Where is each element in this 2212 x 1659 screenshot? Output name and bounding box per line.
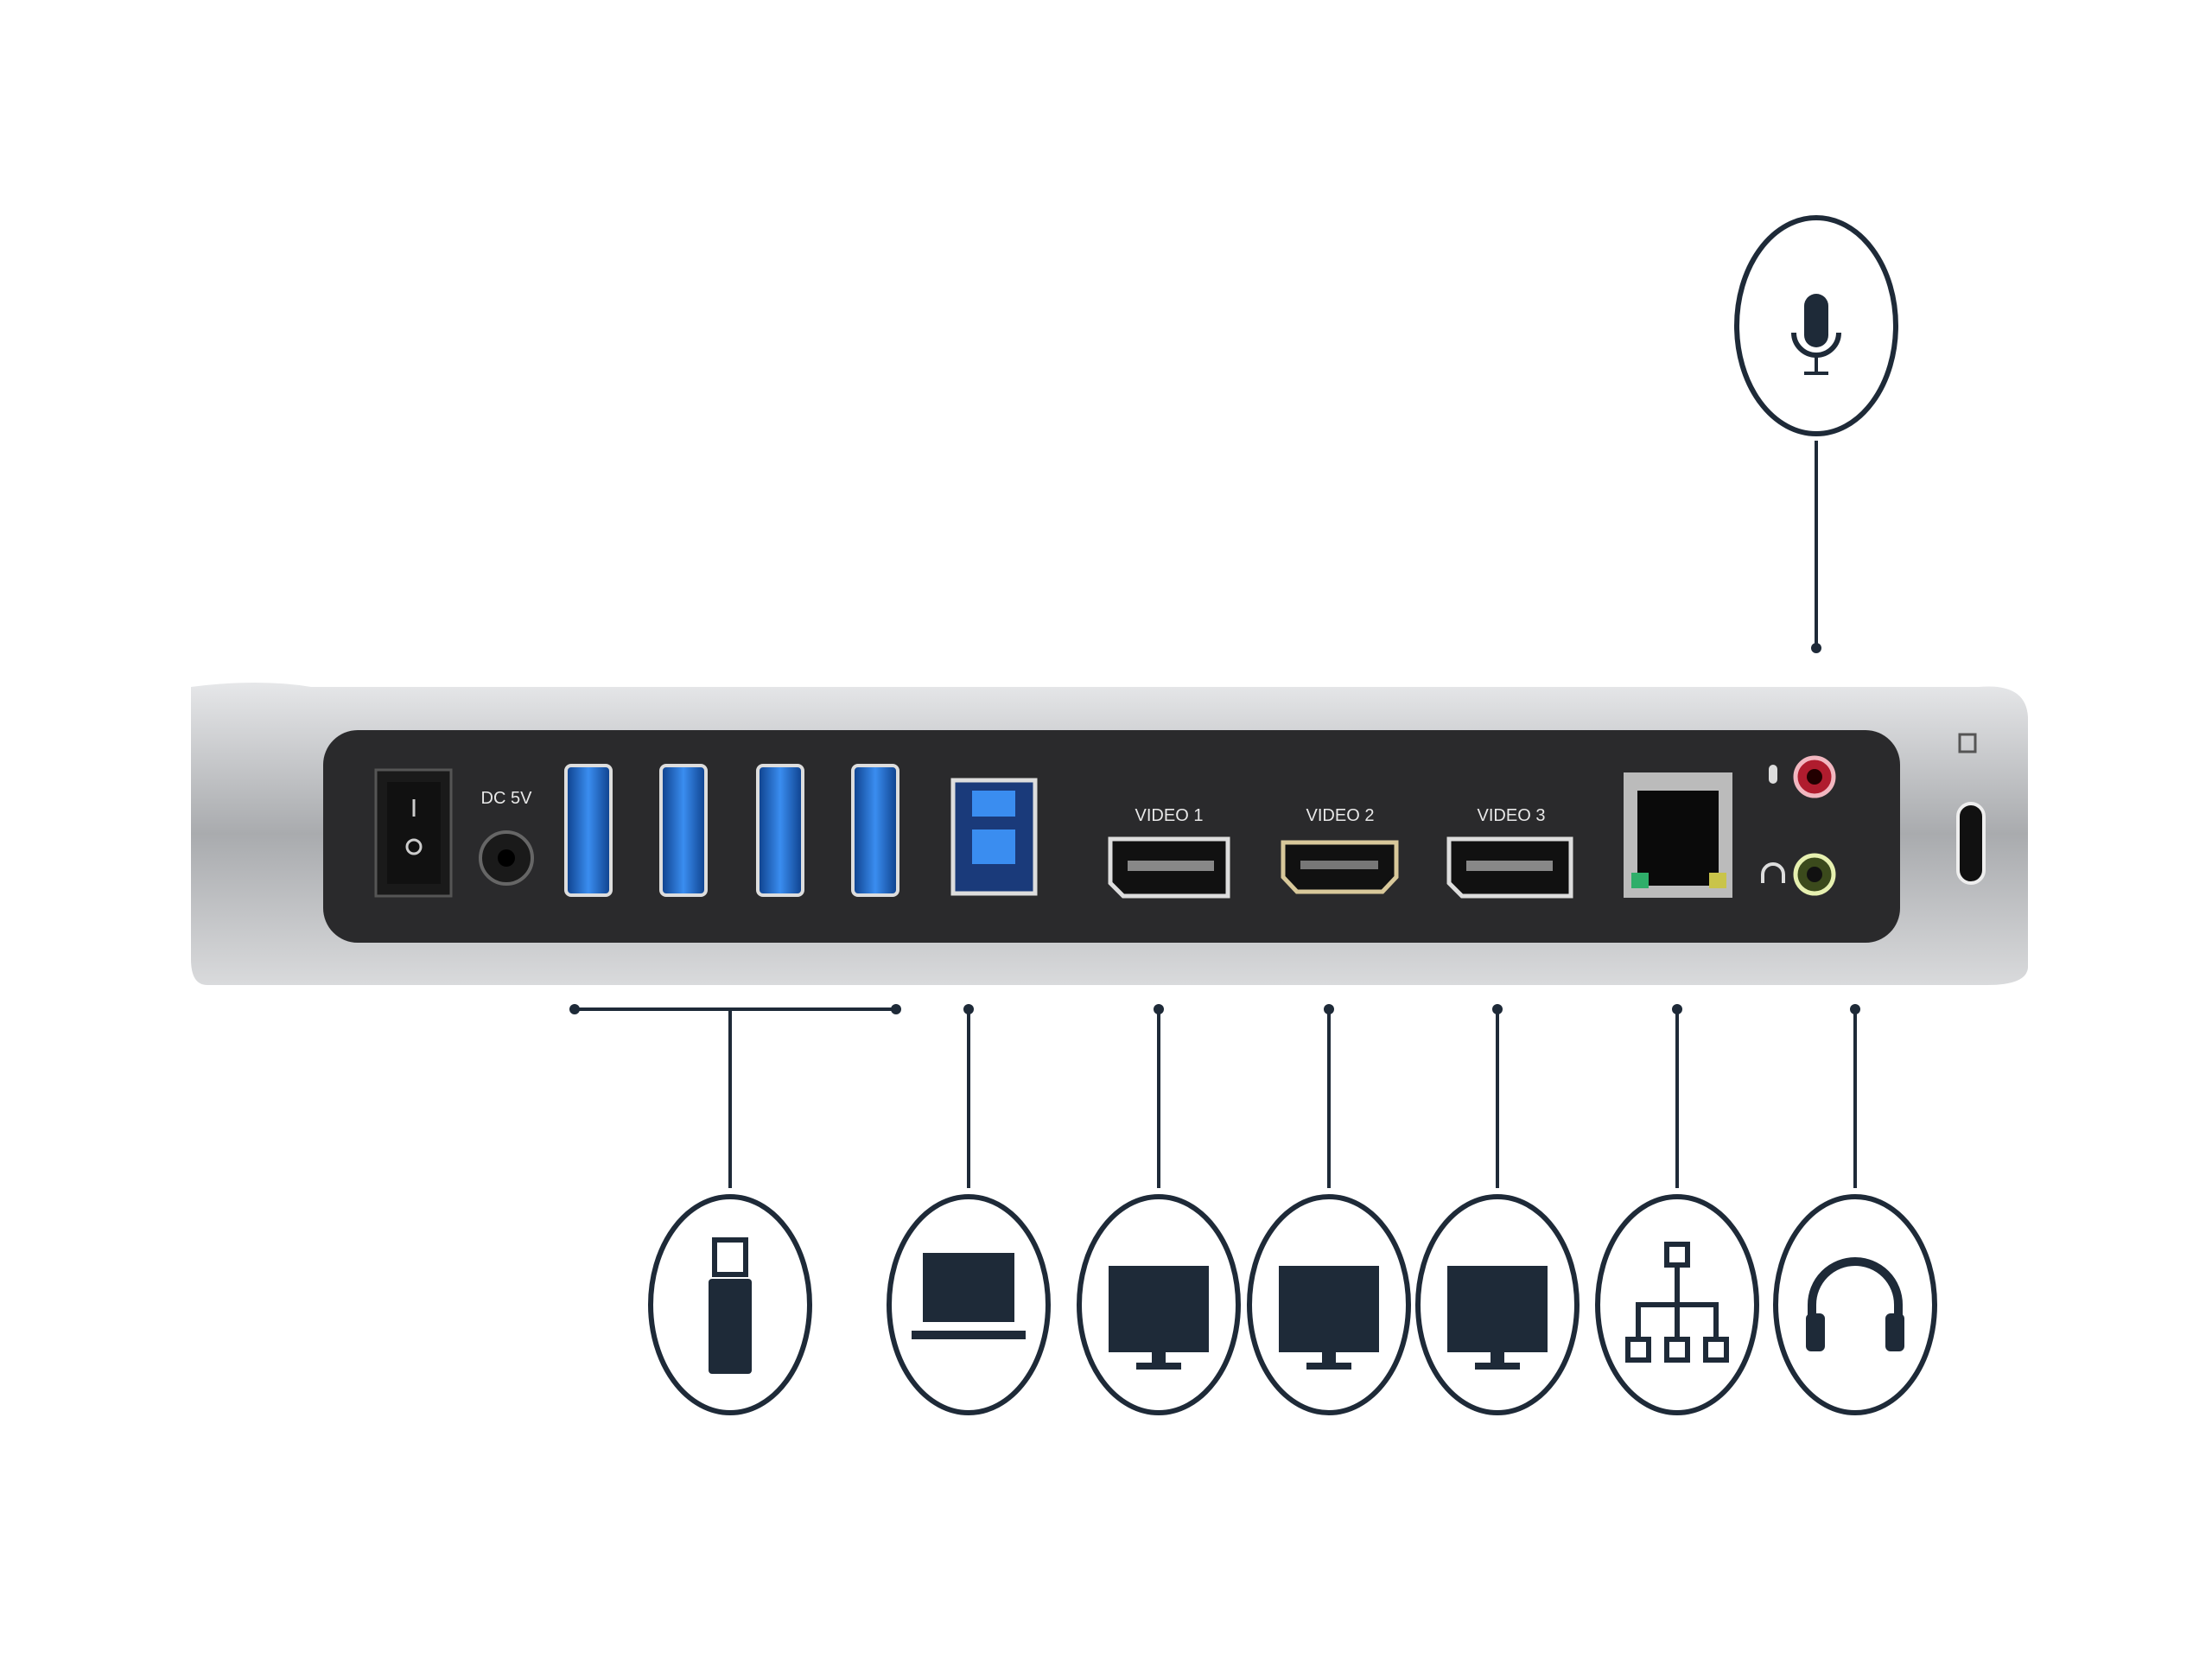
usb-a-port[interactable]: [851, 764, 899, 897]
callout-monitor-2: [1247, 1004, 1411, 1415]
callout-monitor-3: [1415, 1004, 1580, 1415]
monitor-icon: [1109, 1266, 1209, 1370]
video-1-label: VIDEO 1: [1135, 806, 1204, 825]
usb-drive-icon: [709, 1237, 752, 1374]
usb-a-port[interactable]: [564, 764, 613, 897]
video-port-3[interactable]: VIDEO 3: [1446, 806, 1573, 899]
video-3-label: VIDEO 3: [1478, 806, 1546, 825]
callout-network: [1595, 1004, 1759, 1415]
headphones-icon: [1806, 1257, 1904, 1351]
lock-icon: [1958, 733, 1977, 753]
usb-a-port[interactable]: [659, 764, 708, 897]
callout-microphone: [1734, 215, 1898, 653]
video-port-2[interactable]: VIDEO 2: [1281, 806, 1399, 894]
callout-usb: [569, 1004, 901, 1415]
callout-monitor-1: [1077, 1004, 1241, 1415]
mic-small-icon: [1769, 765, 1777, 784]
callout-laptop: [887, 1004, 1051, 1415]
power-switch[interactable]: [374, 768, 453, 898]
usb-b-port[interactable]: [950, 778, 1038, 896]
microphone-icon: [1791, 294, 1841, 375]
microphone-jack[interactable]: [1769, 755, 1836, 798]
video-2-label: VIDEO 2: [1306, 806, 1375, 825]
laptop-icon: [912, 1253, 1026, 1339]
monitor-icon: [1279, 1266, 1379, 1370]
callout-headphones: [1773, 1004, 1937, 1415]
network-icon: [1625, 1242, 1729, 1363]
video-port-1[interactable]: VIDEO 1: [1108, 806, 1230, 899]
dc-power-jack[interactable]: DC 5V: [479, 789, 534, 886]
headphone-small-icon: [1761, 862, 1785, 883]
dc-label: DC 5V: [481, 789, 533, 808]
usb-a-port[interactable]: [756, 764, 804, 897]
dock-chassis: [191, 683, 2028, 985]
monitor-icon: [1447, 1266, 1548, 1370]
usb-a-ports: [564, 764, 899, 897]
ethernet-port[interactable]: [1624, 772, 1732, 898]
security-lock-slot[interactable]: [1956, 733, 1986, 885]
headphone-jack[interactable]: [1761, 853, 1836, 896]
